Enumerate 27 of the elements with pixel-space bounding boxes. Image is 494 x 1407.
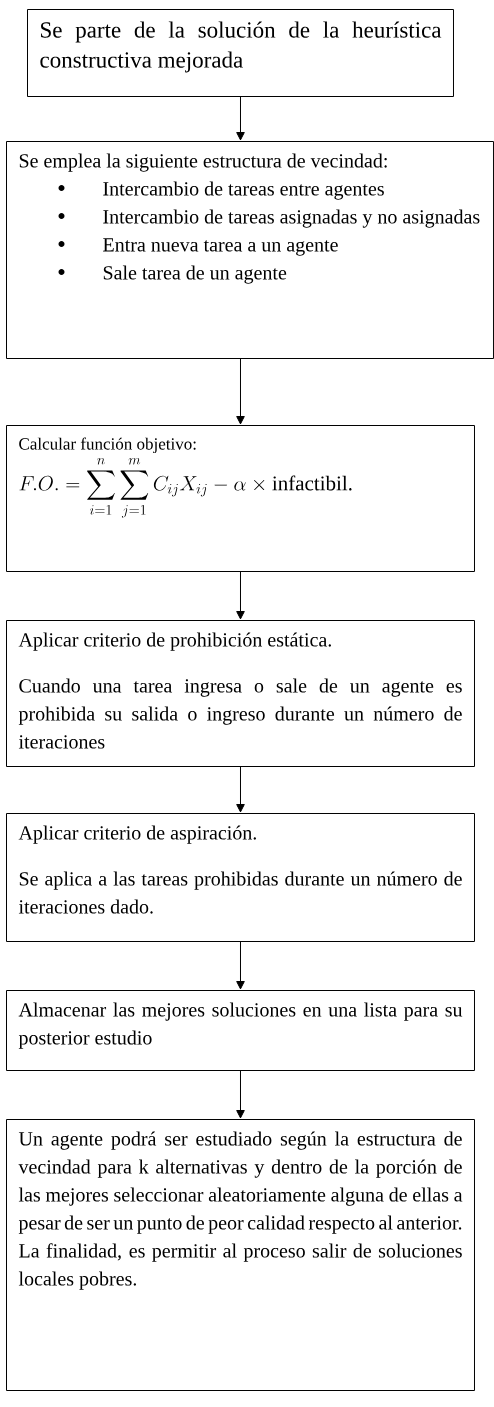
step-text: Se aplica a las tareas prohibidas durante un número de iteraciones dado.: [18, 871, 462, 914]
bullet-item: Sale tarea de un agente: [58, 265, 287, 284]
step-text: Un agente podrá ser estudiado según la estructura de vecindad para k alternativas y dentro de la porción de las mejores seleccionar aleatoriamente alguna de ellas a pesar de ser un punto de peor calidad respecto al anterior. La finalidad, es permitir al proceso salir de soluciones locales pobres.: [18, 1131, 463, 1290]
arrow: [236, 766, 245, 813]
arrow: [236, 941, 245, 990]
arrow: [236, 1070, 245, 1119]
process-box: [6, 990, 475, 1071]
bullet-item: Entra nueva tarea a un agente: [58, 238, 338, 256]
step-heading: Calcular función objetivo:: [19, 437, 196, 454]
step-text: Se parte de la solución de la heurística constructiva mejorada: [40, 21, 442, 73]
process-box: [6, 425, 475, 572]
step-heading: Se emplea la siguiente estructura de vecindad:: [19, 153, 387, 172]
bullet-item: Intercambio de tareas entre agentes: [58, 181, 384, 200]
step-text: Aplicar criterio de aspiración.: [18, 825, 256, 844]
objective-formula: $F.O. = \sum_{i=1}^{n}\sum_{j=1}^{m} C_{ij} X_{ij} - \alpha \times \text{infactibil.}$: [19, 458, 352, 518]
step-text: Cuando una tarea ingresa o sale de un agente es prohibida su salida o ingreso durante un número de iteraciones: [18, 678, 462, 749]
bullet-item: Intercambio de tareas asignadas y no asignadas: [58, 209, 480, 228]
arrow: [236, 358, 245, 425]
arrow: [236, 96, 245, 141]
process-box: [6, 813, 475, 942]
step-text: Almacenar las mejores soluciones en una lista para su posterior estudio: [18, 1002, 463, 1049]
process-box: [6, 620, 475, 767]
step-text: Aplicar criterio de prohibición estática.: [18, 632, 331, 651]
process-box: [6, 141, 494, 359]
process-box: [6, 1119, 475, 1391]
arrow: [236, 571, 245, 620]
process-box: [27, 9, 454, 97]
